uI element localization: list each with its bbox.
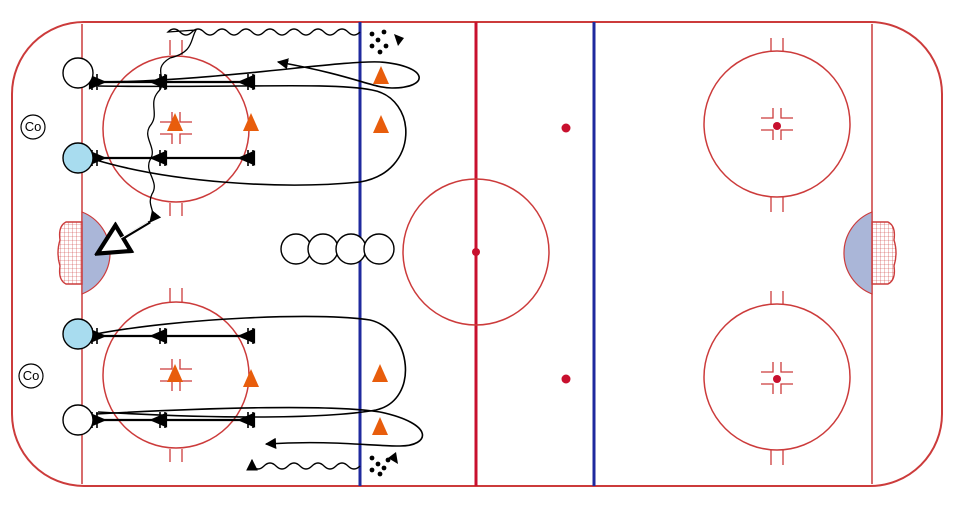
faceoff-circle-right-top xyxy=(703,38,851,212)
player-top-left-2-highlight xyxy=(62,142,94,174)
cone-bottom-1 xyxy=(372,364,388,382)
left-goal-net xyxy=(57,221,83,285)
stickhandle-path-bottom xyxy=(246,458,361,471)
faceoff-circle-right-bottom xyxy=(703,291,851,465)
stickhandle-path-top xyxy=(147,28,361,223)
cone-top-1 xyxy=(373,66,389,84)
neutral-dot-bottom xyxy=(561,374,571,384)
coach-label-top: Co xyxy=(25,119,42,134)
puck-pile-top xyxy=(369,29,404,55)
cone-top-3 xyxy=(167,113,183,131)
shot-arrow xyxy=(100,220,151,252)
neutral-dot-top xyxy=(561,123,571,133)
cone-bottom-2 xyxy=(372,417,388,435)
skate-path-top-outer xyxy=(95,58,420,89)
puck-pile-bottom xyxy=(369,452,398,477)
center-faceoff-dot xyxy=(472,248,480,256)
right-goal-crease xyxy=(843,211,873,295)
waiting-player-line xyxy=(280,233,395,265)
shot-arrow-inner xyxy=(103,221,149,249)
coach-marker-bottom: Co xyxy=(18,363,44,389)
player-bottom-left-1-highlight xyxy=(62,318,94,350)
player-bottom-left-2 xyxy=(62,404,94,436)
cone-top-2 xyxy=(373,115,389,133)
skate-path-bottom-inner xyxy=(95,406,424,449)
coach-marker-top: Co xyxy=(20,114,46,140)
cone-bottom-4 xyxy=(243,369,259,387)
cone-top-4 xyxy=(243,113,259,131)
cone-bottom-3 xyxy=(167,364,183,382)
coach-label-bottom: Co xyxy=(23,368,40,383)
pass-line-row-3 xyxy=(88,328,256,344)
skate-path-bottom-outer xyxy=(95,315,407,418)
center-circle xyxy=(402,178,550,326)
skate-path-top-inner xyxy=(95,84,407,186)
right-goal-net xyxy=(871,221,897,285)
player-top-left-1 xyxy=(62,57,94,89)
